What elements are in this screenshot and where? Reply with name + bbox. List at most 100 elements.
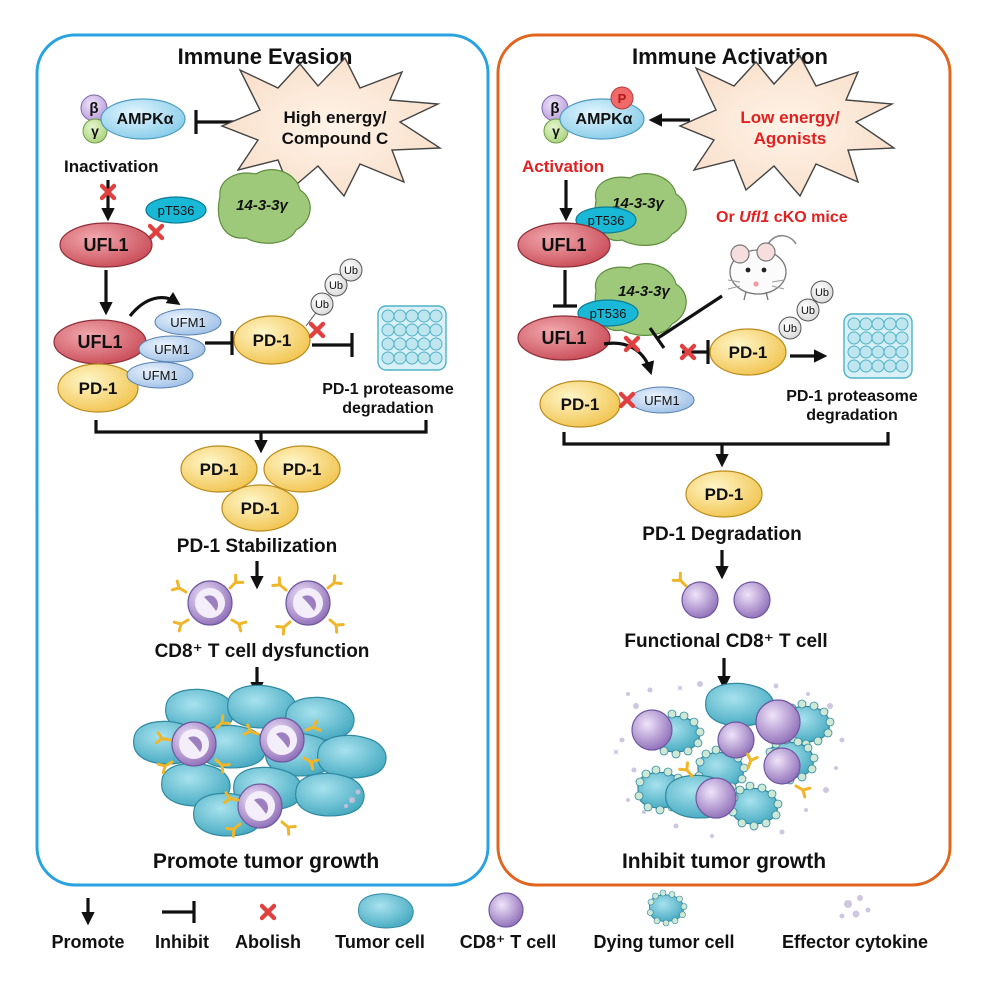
- right-ufl1-mid-label: UFL1: [542, 328, 587, 348]
- right-outcome-label: Inhibit tumor growth: [622, 850, 826, 873]
- left-ampk-alpha: AMPKα: [117, 111, 174, 128]
- legend-promote-label: Promote: [51, 932, 124, 952]
- legend-tcell-symbol: [488, 892, 524, 928]
- legend-dying-label: Dying tumor cell: [593, 932, 734, 952]
- right-ampk-gamma: γ: [552, 123, 560, 139]
- left-pt536-label: pT536: [158, 203, 195, 218]
- left-outcome-label: Promote tumor growth: [153, 850, 379, 873]
- right-convergence-bracket: [562, 432, 890, 468]
- right-ufm1-label: UFM1: [644, 393, 679, 408]
- left-pd1-cluster-label-2: PD-1: [283, 460, 322, 479]
- left-pt536: pT536: [145, 196, 207, 224]
- left-panel-frame: [35, 33, 490, 887]
- right-ufl1-inhibit: [553, 270, 577, 308]
- right-phospho-label: P: [618, 91, 627, 106]
- left-ub-label-3: Ub: [344, 265, 358, 277]
- left-burst-line-1: High energy/: [284, 108, 387, 127]
- left-ufl1-top: UFL1: [59, 222, 153, 268]
- legend-abolish-symbol: [262, 906, 274, 918]
- left-ufm1-label-2: UFM1: [154, 342, 189, 357]
- legend-inhibit-label: Inhibit: [155, 932, 209, 952]
- left-pd1-complex-label: PD-1: [79, 379, 118, 398]
- right-pd1-right-label: PD-1: [729, 343, 768, 362]
- legend-dying-symbol: [646, 889, 688, 927]
- right-degradation-label: PD-1 Degradation: [642, 524, 801, 545]
- right-proteasome-label-1: PD-1 proteasome: [786, 388, 918, 405]
- left-ufl1-top-label: UFL1: [84, 235, 129, 255]
- legend: Promote Inhibit Abolish Tumor cell CD8⁺ …: [51, 889, 928, 952]
- right-tcell-status-label: Functional CD8⁺ T cell: [624, 631, 827, 652]
- right-14-3-3-mid: 14-3-3γ pT536: [577, 263, 687, 336]
- right-ampk-alpha: AMPKα: [576, 111, 633, 128]
- right-14-3-3-mid-label: 14-3-3γ: [618, 283, 671, 300]
- mouse-illustration: [727, 234, 797, 301]
- left-14-3-3-protein: 14-3-3γ: [217, 169, 311, 244]
- left-pd1-free: PD-1: [233, 315, 311, 365]
- left-tumor-cluster: [133, 684, 387, 838]
- left-proteasome-label-2: degradation: [342, 400, 434, 417]
- left-ufmylation-curved-arrow: [128, 291, 181, 318]
- left-ampk-beta: β: [89, 100, 98, 117]
- left-panel-title: Immune Evasion: [178, 44, 353, 69]
- right-ub-label-2: Ub: [801, 305, 815, 317]
- right-pd1-single-label: PD-1: [705, 485, 744, 504]
- left-ufl1-pd1-complex: UFL1 PD-1 UFM1 UFM1 UFM1: [53, 308, 222, 413]
- right-pd1-single: PD-1: [685, 470, 763, 518]
- right-ampk-beta: β: [550, 100, 559, 117]
- left-ub-label-2: Ub: [329, 280, 343, 292]
- left-abolish-mark-2: [150, 226, 162, 238]
- left-burst-line-2: Compound C: [282, 129, 389, 148]
- right-mice-suffix: cKO mice: [769, 209, 847, 226]
- right-panel-frame: [496, 33, 952, 887]
- right-ufl1-top: UFL1: [517, 222, 611, 268]
- right-ubiquitin-chain: Ub Ub Ub: [778, 280, 834, 340]
- right-mouse-inhibit: [648, 294, 723, 349]
- left-convergence-bracket: [94, 420, 428, 454]
- right-burst-line-2: Agonists: [754, 129, 827, 148]
- left-pd1-cluster: PD-1 PD-1 PD-1: [180, 445, 341, 532]
- right-pt536-mid-label: pT536: [590, 306, 627, 321]
- legend-abolish-label: Abolish: [235, 932, 301, 952]
- left-energy-burst: High energy/ Compound C: [220, 56, 443, 198]
- left-tcell-status-label: CD8⁺ T cell dysfunction: [155, 641, 370, 662]
- left-proteasome: [377, 305, 447, 371]
- left-ub-label-1: Ub: [315, 299, 329, 311]
- left-dysfunctional-t-cells: [170, 573, 345, 636]
- right-tumor-cluster: [614, 681, 845, 838]
- right-mice-label: Or Ufl1 cKO mice: [716, 209, 848, 226]
- right-14-3-3-top-label: 14-3-3γ: [612, 195, 665, 212]
- right-mice-prefix: Or: [716, 209, 739, 226]
- right-pt536-top-label: pT536: [588, 213, 625, 228]
- right-ampk-complex: β γ AMPKα P: [541, 86, 645, 144]
- legend-cytokine-label: Effector cytokine: [782, 932, 928, 952]
- left-ubiquitin-chain: Ub Ub Ub: [305, 258, 363, 327]
- left-pd1-cluster-label-3: PD-1: [241, 499, 280, 518]
- right-ub-label-3: Ub: [815, 287, 829, 299]
- left-pd1-inhibit-proteasome: [312, 333, 354, 357]
- left-abolish-mark-3: [311, 324, 323, 336]
- right-pd1-bound-label: PD-1: [561, 395, 600, 414]
- left-ufm1-label-3: UFM1: [142, 368, 177, 383]
- right-pd1-ufm1: PD-1 UFM1: [539, 380, 695, 428]
- right-ufl1-top-label: UFL1: [542, 235, 587, 255]
- legend-tumor-label: Tumor cell: [335, 932, 425, 952]
- left-pd1-free-label: PD-1: [253, 331, 292, 350]
- left-ampk-complex: β γ AMPKα: [80, 94, 186, 144]
- right-ub-label-1: Ub: [783, 323, 797, 335]
- legend-cytokine-symbol: [839, 895, 871, 919]
- left-complex-inhibit-pd1: [205, 331, 234, 355]
- right-proteasome: [843, 313, 913, 379]
- right-activation-label: Activation: [522, 157, 604, 176]
- right-burst-line-1: Low energy/: [740, 108, 839, 127]
- legend-tcell-label: CD8⁺ T cell: [460, 932, 557, 952]
- left-ufm1-label-1: UFM1: [170, 315, 205, 330]
- right-proteasome-label-2: degradation: [806, 407, 898, 424]
- left-stabilization-label: PD-1 Stabilization: [177, 536, 337, 557]
- left-14-3-3-label: 14-3-3γ: [236, 197, 289, 214]
- left-proteasome-label-1: PD-1 proteasome: [322, 381, 454, 398]
- right-phospho-marker: [610, 86, 634, 110]
- left-ampk-gamma: γ: [91, 123, 99, 139]
- right-14-3-3-top: 14-3-3γ pT536: [575, 173, 687, 246]
- left-pd1-cluster-label-1: PD-1: [200, 460, 239, 479]
- left-inactivation-label: Inactivation: [64, 157, 158, 176]
